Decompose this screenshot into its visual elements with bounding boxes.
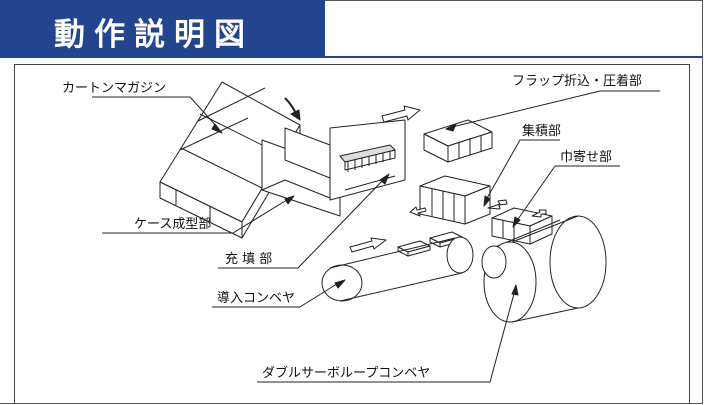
label-infeed-conveyor: 導入コンベヤ bbox=[217, 291, 296, 306]
label-carton-magazine: カートンマガジン bbox=[62, 81, 167, 96]
leader-lines bbox=[92, 90, 660, 383]
title-underline bbox=[0, 56, 703, 58]
magazine-motion-arrow bbox=[284, 97, 301, 121]
infeed-conveyor-drawing bbox=[321, 236, 474, 302]
title-bar: 動作説明図 bbox=[0, 0, 325, 56]
double-servo-loop-drawing bbox=[481, 215, 607, 323]
label-flap-folding: フラップ折込・圧着部 bbox=[512, 74, 643, 89]
label-filling: 充 填 部 bbox=[225, 252, 273, 267]
label-stacking: 集積部 bbox=[522, 124, 562, 139]
stacking-drawing bbox=[419, 175, 491, 225]
width-adjust-drawing bbox=[491, 207, 553, 245]
diagram-title: 動作説明図 bbox=[54, 17, 254, 53]
diagram-area bbox=[14, 64, 690, 404]
label-double-servo-loop-conveyor: ダブルサーボループコンベヤ bbox=[262, 366, 431, 381]
label-width-adjust: 巾寄せ部 bbox=[560, 150, 613, 165]
filling-drawing bbox=[329, 119, 406, 201]
label-case-forming: ケース成型部 bbox=[134, 217, 212, 232]
flap-folding-drawing bbox=[423, 119, 493, 163]
top-direction-arrow bbox=[381, 105, 421, 123]
stacking-arrows bbox=[409, 199, 508, 217]
conveyor-products bbox=[349, 231, 463, 257]
title-rule bbox=[325, 0, 703, 1]
